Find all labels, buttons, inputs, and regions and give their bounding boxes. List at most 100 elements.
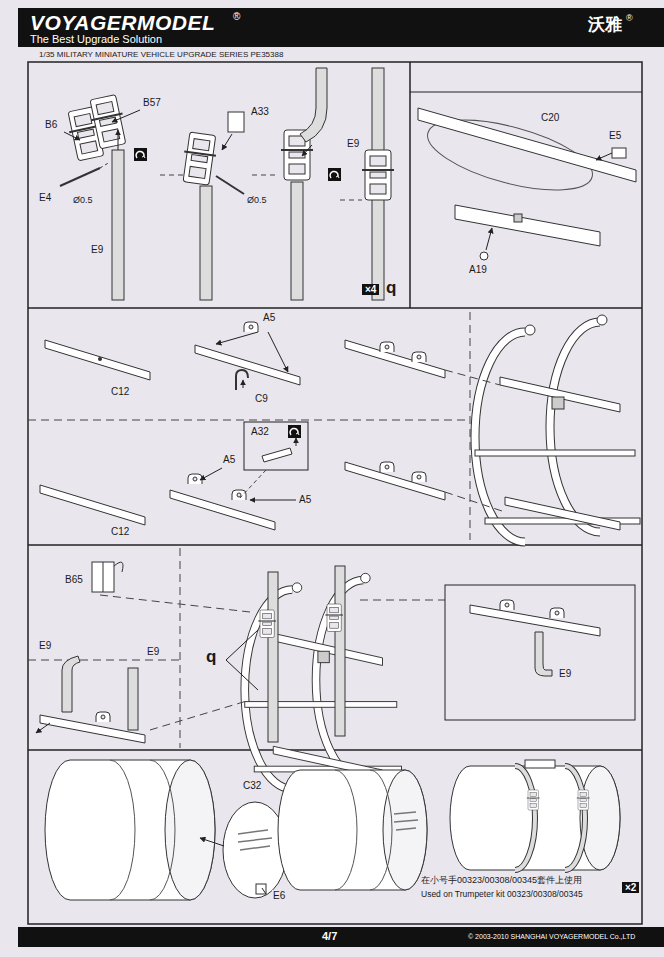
quantity-mark: ×4 xyxy=(362,284,379,295)
drawing-line xyxy=(28,420,470,421)
part-number: C20 xyxy=(540,112,560,123)
drawing-line xyxy=(262,888,266,894)
drawing-rect xyxy=(525,760,555,768)
drawing-use xyxy=(412,352,426,362)
drawing-line xyxy=(410,92,642,93)
drawing-path xyxy=(45,760,215,900)
part-number: E6 xyxy=(272,890,286,901)
drawing-line xyxy=(200,468,222,480)
drawing-line xyxy=(470,312,471,540)
drawing-line xyxy=(394,820,418,822)
drawing-rect xyxy=(612,148,626,158)
brand-chinese: 沃雅 xyxy=(588,16,622,35)
drawing-line xyxy=(200,838,224,846)
drawing-line xyxy=(252,175,278,176)
drawing-use xyxy=(188,474,202,484)
strap-symbol: q xyxy=(206,648,216,667)
drawing-use xyxy=(328,168,341,181)
drawing-line xyxy=(250,500,296,501)
drawing-path xyxy=(345,462,445,500)
drawing-path xyxy=(300,68,327,142)
quantity-mark: ×2 xyxy=(622,882,639,893)
drawing-path xyxy=(470,605,600,636)
part-number: E9 xyxy=(38,640,52,651)
drawing-use xyxy=(87,94,129,150)
drawing-use xyxy=(412,472,426,482)
drawing-line xyxy=(36,723,50,733)
drawing-line xyxy=(596,153,612,160)
dimension: Ø0.5 xyxy=(72,196,94,206)
drawing-use xyxy=(96,712,110,722)
part-number: B65 xyxy=(64,574,84,585)
drawing-line xyxy=(112,110,140,122)
drawing-use xyxy=(288,425,301,438)
part-number: A32 xyxy=(250,426,270,437)
drawing-line xyxy=(160,175,186,176)
drawing-line xyxy=(28,307,642,309)
drawing-line xyxy=(180,548,181,748)
drawing-use xyxy=(380,342,394,352)
drawing-line xyxy=(222,134,232,150)
drawing-line xyxy=(64,132,80,140)
page-number: 4/7 xyxy=(322,930,337,942)
part-number: E9 xyxy=(90,244,104,255)
drawing-line xyxy=(100,162,110,168)
usage-note: 在小号手00323/00308/00345套件上使用 xyxy=(420,876,583,886)
drawing-line xyxy=(103,562,104,592)
drawing-path xyxy=(114,562,123,572)
drawing-use xyxy=(577,790,590,810)
drawing-rect xyxy=(18,8,664,47)
drawing-path xyxy=(278,770,427,890)
part-number: E9 xyxy=(146,646,160,657)
part-number: B6 xyxy=(44,119,58,130)
drawing-rect xyxy=(268,572,278,742)
drawing-line xyxy=(445,492,505,512)
drawing-line xyxy=(302,145,312,156)
drawing-use xyxy=(134,148,147,161)
drawing-path xyxy=(455,205,600,246)
drawing-path xyxy=(345,340,445,378)
drawing-use xyxy=(550,608,564,618)
drawing-line xyxy=(216,332,258,344)
drawing-line xyxy=(238,838,272,842)
drawing-line xyxy=(100,595,250,612)
drawing-use xyxy=(325,604,343,632)
drawing-path xyxy=(40,485,145,525)
drawing-circle xyxy=(98,357,102,361)
drawing-rect xyxy=(128,668,138,730)
part-number: E9 xyxy=(346,138,360,149)
drawing-path xyxy=(335,770,357,890)
usage-note: Used on Trumpeter kit 00323/00308/00345 xyxy=(420,890,584,899)
drawing-line xyxy=(360,600,445,601)
drawing-rect xyxy=(514,214,522,222)
drawing-line xyxy=(240,470,266,498)
drawing-line xyxy=(396,828,416,830)
brand-tagline: The Best Upgrade Solution xyxy=(30,33,162,45)
drawing-line xyxy=(445,370,500,385)
part-number: C32 xyxy=(242,780,262,791)
drawing-path xyxy=(262,448,292,462)
drawing-line xyxy=(268,332,288,372)
drawing-g xyxy=(238,830,272,850)
drawing-line xyxy=(28,660,180,661)
drawing-path xyxy=(296,438,297,446)
part-number: E9 xyxy=(558,668,572,679)
part-number: A5 xyxy=(298,494,312,505)
drawing-line xyxy=(243,380,244,388)
part-number: E4 xyxy=(38,192,52,203)
registered-mark: ® xyxy=(626,14,633,24)
drawing-ellipse xyxy=(165,760,215,900)
drawing-use xyxy=(475,315,640,542)
drawing-line xyxy=(486,228,492,250)
drawing-line xyxy=(150,700,250,730)
drawing-line xyxy=(118,130,119,150)
brand-title: VOYAGERMODEL xyxy=(30,11,215,34)
drawing-path xyxy=(62,656,80,712)
part-number: C12 xyxy=(110,386,130,397)
drawing-use xyxy=(232,490,246,500)
drawing-path xyxy=(418,108,636,182)
drawing-g xyxy=(394,812,418,830)
part-number: C9 xyxy=(254,393,269,404)
drawing-use xyxy=(244,322,258,332)
